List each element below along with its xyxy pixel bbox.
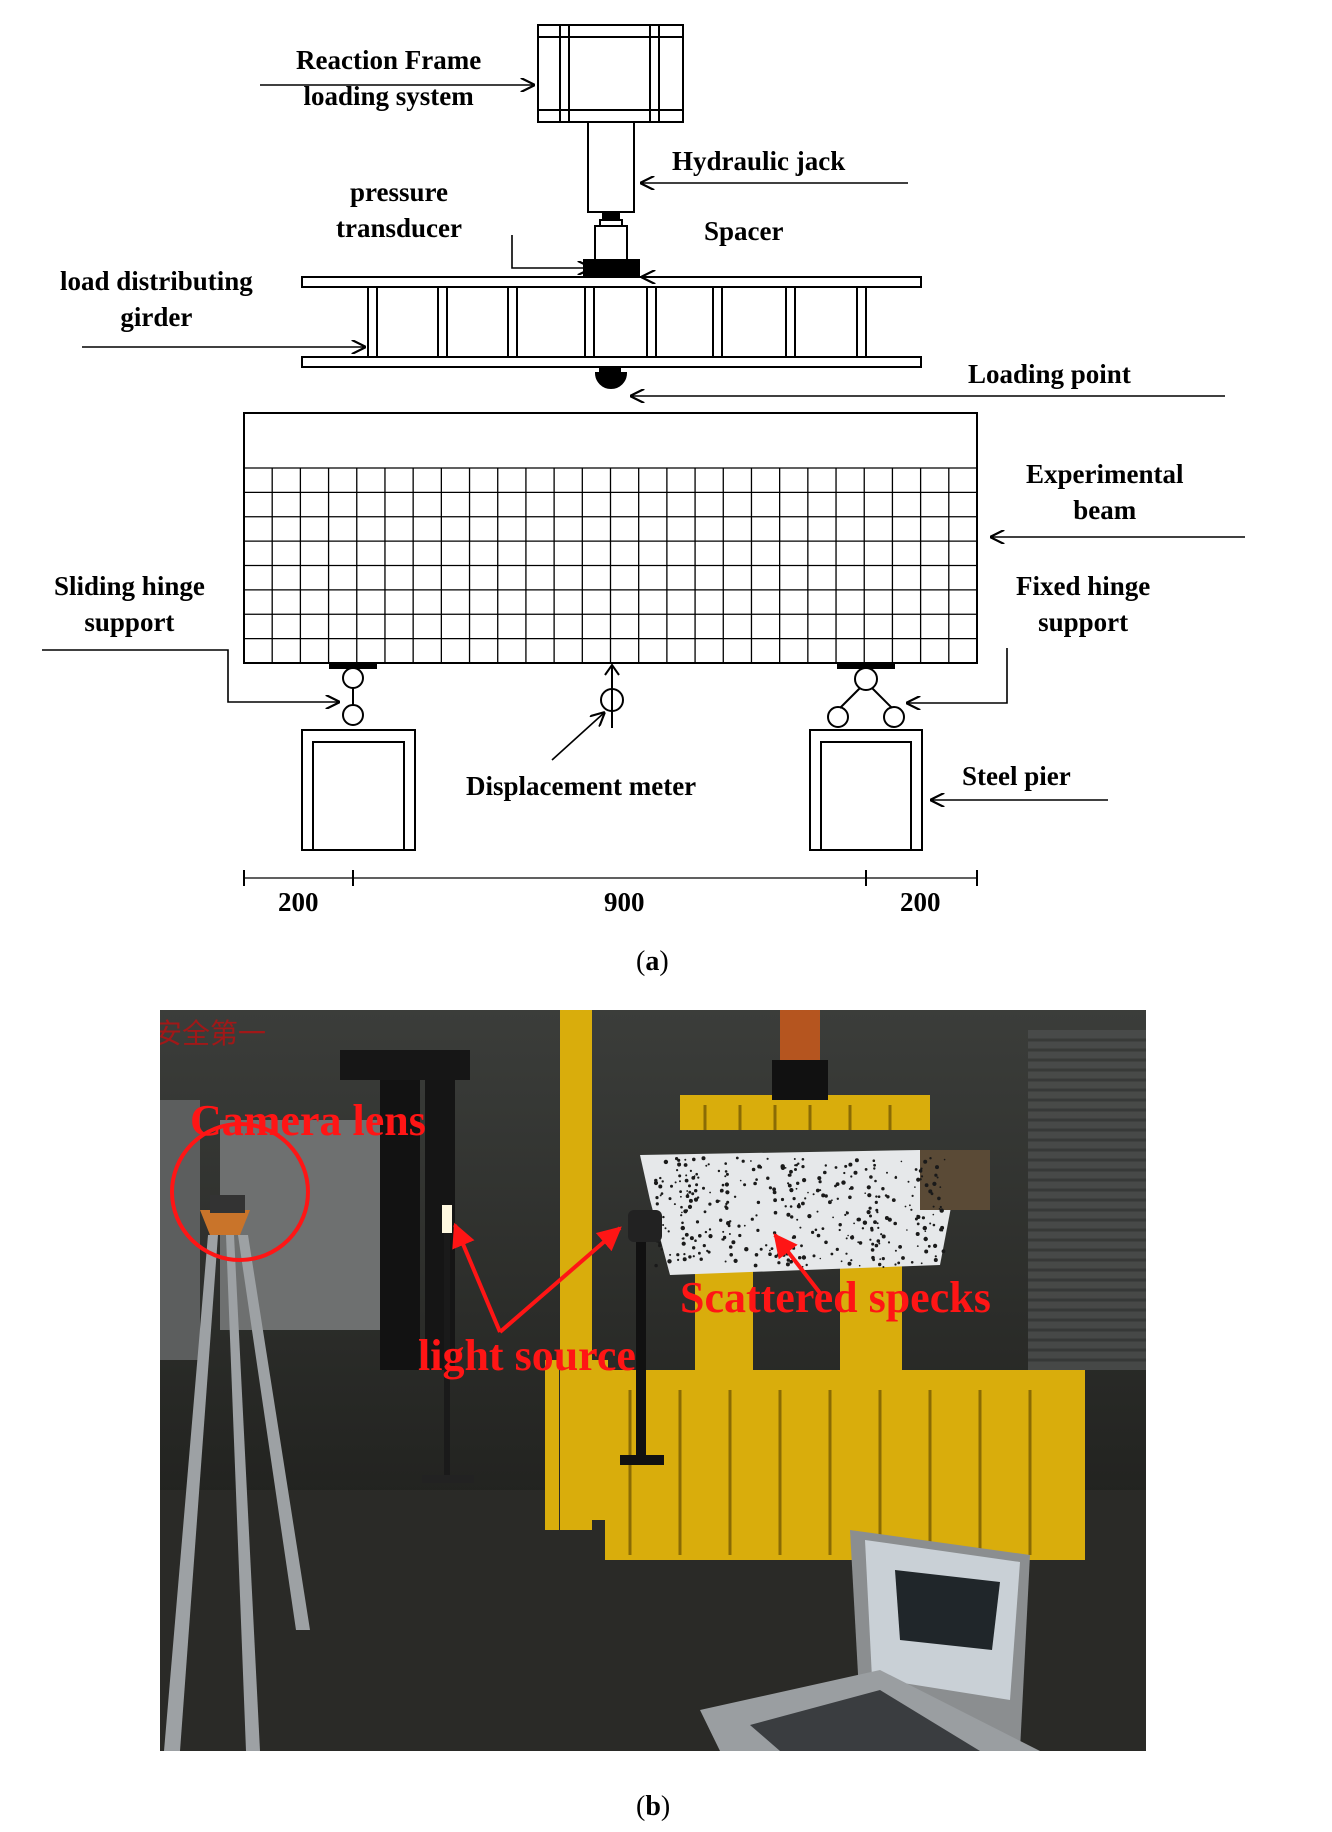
label-steel-pier: Steel pier xyxy=(962,761,1071,791)
speckled-beam xyxy=(640,1150,990,1275)
loading-point xyxy=(594,366,628,389)
rolling-shutter xyxy=(1028,1030,1146,1370)
leader-arrows xyxy=(42,85,1245,800)
dimension-middle: 900 xyxy=(604,887,645,917)
label-camera-lens: Camera lens xyxy=(190,1096,426,1145)
label-hydraulic-jack: Hydraulic jack xyxy=(672,146,846,176)
label-light-source: light source xyxy=(418,1331,636,1380)
label-reaction-frame: Reaction Frame loading system xyxy=(296,45,482,111)
steel-pier-right xyxy=(809,729,923,851)
label-loading-point: Loading point xyxy=(968,359,1131,389)
dimension-right: 200 xyxy=(900,887,941,917)
label-spacer: Spacer xyxy=(704,216,784,246)
safety-banner: 安全第一 xyxy=(160,1017,267,1050)
experimental-beam xyxy=(243,412,978,664)
load-distributing-girder xyxy=(301,276,922,368)
hydraulic-jack xyxy=(587,121,635,227)
label-displacement-meter: Displacement meter xyxy=(466,771,697,801)
camera-lens-highlight xyxy=(170,1122,310,1262)
label-experimental-beam: Experimental beam xyxy=(1026,459,1184,525)
dimension-line xyxy=(243,870,978,886)
steel-pier-left xyxy=(301,729,416,851)
tripod xyxy=(164,1195,310,1751)
test-setup-photo: 安全第一 Camera lens light source Scattered … xyxy=(160,1010,1146,1751)
caption-b: (b) xyxy=(636,1791,671,1822)
label-scattered-specks: Scattered specks xyxy=(680,1273,991,1322)
test-setup-diagram xyxy=(42,24,1245,886)
laptop xyxy=(700,1530,1040,1751)
sliding-hinge-support xyxy=(329,662,377,726)
label-pressure-transducer: pressure transducer xyxy=(336,177,462,243)
label-load-distributing-girder: load distributing girder xyxy=(60,266,253,332)
reaction-frame xyxy=(537,24,684,123)
caption-a: (a) xyxy=(636,946,669,977)
pressure-transducer xyxy=(594,225,628,261)
dimension-left: 200 xyxy=(278,887,319,917)
spacer xyxy=(583,259,640,278)
displacement-meter xyxy=(600,663,624,728)
label-sliding-hinge-support: Sliding hinge support xyxy=(54,571,205,637)
label-fixed-hinge-support: Fixed hinge support xyxy=(1016,571,1151,637)
fixed-hinge-support xyxy=(827,662,905,728)
